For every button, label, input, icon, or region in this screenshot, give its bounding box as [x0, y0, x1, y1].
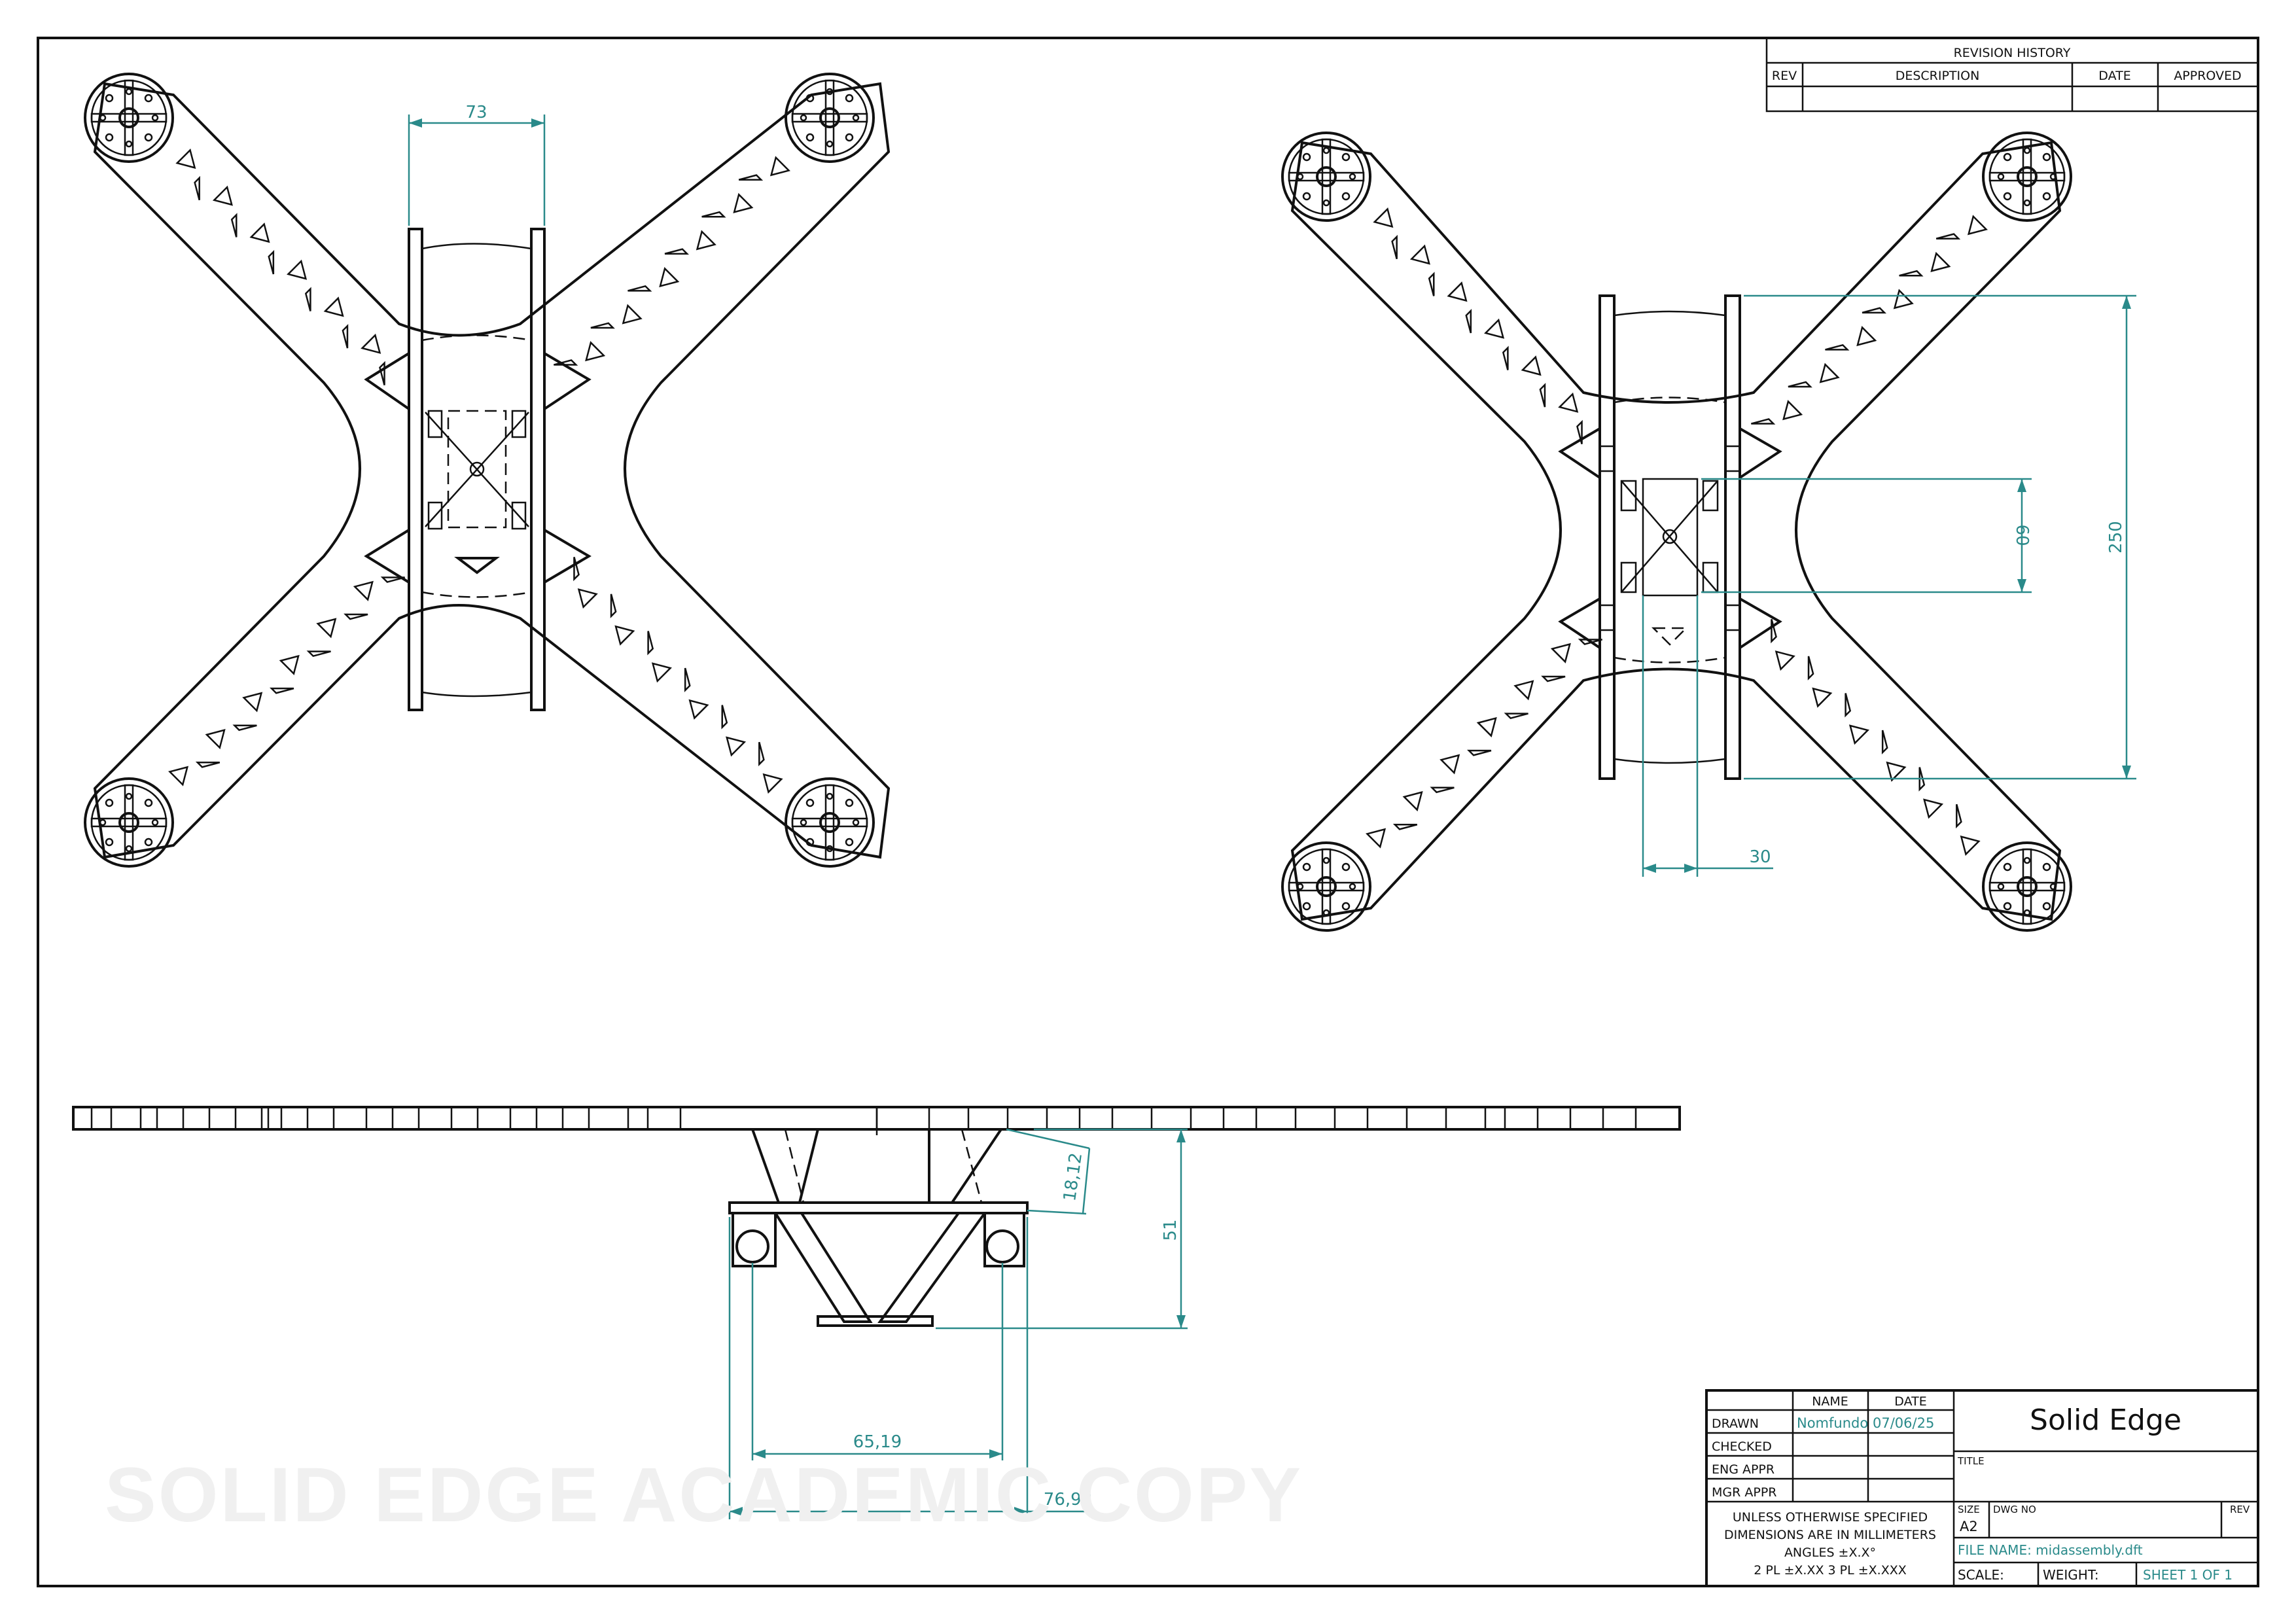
side-view-slant-dimension: 18,12 [1060, 1152, 1086, 1203]
size-value: A2 [1960, 1519, 1978, 1534]
rotated-view-width-dimension: 30 [1749, 847, 1771, 867]
sheet-border [37, 37, 2259, 1587]
side-view-outer-width-dimension: 76,98 [1044, 1490, 1092, 1509]
side-view: 51 18,12 65,19 76,98 [72, 1106, 1681, 1519]
tolerance-note-line-3: ANGLES ±X.X° [1784, 1545, 1876, 1560]
side-view-height-dimension: 51 [1161, 1219, 1180, 1241]
side-view-inner-width-dimension: 65,19 [853, 1432, 902, 1452]
name-column-header: NAME [1812, 1394, 1848, 1409]
approved-column-header: APPROVED [2174, 69, 2241, 83]
scale-label: SCALE: [1958, 1567, 2004, 1583]
eng-appr-label: ENG APPR [1712, 1462, 1775, 1477]
drawn-name: Nomfundo [1797, 1415, 1868, 1431]
dwg-no-label: DWG NO [1993, 1504, 2036, 1515]
top-view-width-dimension: 73 [465, 103, 487, 122]
mgr-appr-label: MGR APPR [1712, 1485, 1776, 1500]
revision-history-title: REVISION HISTORY [1954, 46, 2071, 60]
date-column-header: DATE [1894, 1394, 1926, 1409]
tolerance-note-line-2: DIMENSIONS ARE IN MILLIMETERS [1724, 1528, 1936, 1542]
weight-label: WEIGHT: [2043, 1567, 2099, 1583]
tolerance-note-line-1: UNLESS OTHERWISE SPECIFIED [1733, 1510, 1928, 1525]
rev-column-header: REV [1772, 69, 1797, 83]
revision-history-table: REVISION HISTORY REV DESCRIPTION DATE AP… [1765, 37, 2259, 113]
file-name: FILE NAME: midassembly.dft [1958, 1542, 2143, 1558]
title-block: NAME DATE DRAWN Nomfundo 07/06/25 CHECKE… [1705, 1389, 2259, 1587]
rotated-view: 250 60 30 [1281, 132, 2136, 932]
drawn-date: 07/06/25 [1873, 1415, 1934, 1431]
tolerance-note-line-4: 2 PL ±X.XX 3 PL ±X.XXX [1754, 1563, 1907, 1578]
title-label: TITLE [1957, 1455, 1985, 1467]
checked-label: CHECKED [1712, 1439, 1772, 1454]
top-view: 73 [84, 73, 891, 868]
academic-copy-watermark: SOLID EDGE ACADEMIC COPY [105, 1452, 1303, 1538]
rotated-view-inner-dimension: 60 [2012, 524, 2032, 546]
rev-label: REV [2230, 1504, 2250, 1515]
size-label: SIZE [1958, 1504, 1980, 1515]
rotated-view-height-dimension: 250 [2106, 521, 2126, 554]
drawn-label: DRAWN [1712, 1417, 1759, 1431]
sheet-number: SHEET 1 OF 1 [2143, 1567, 2233, 1583]
company-name: Solid Edge [2030, 1403, 2181, 1437]
date-column-header: DATE [2098, 69, 2130, 83]
description-column-header: DESCRIPTION [1896, 69, 1980, 83]
